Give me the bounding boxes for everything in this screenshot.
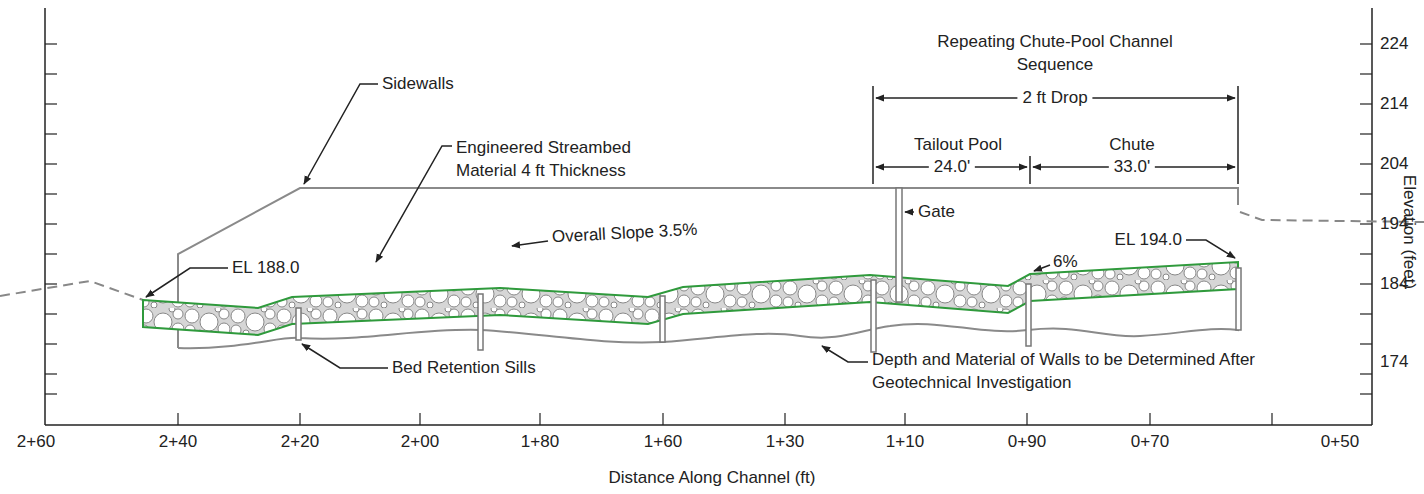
axis-tick-label: 2+40 [159, 431, 197, 454]
axis-tick-label: 224 [1380, 33, 1408, 56]
plot-frame [45, 8, 1372, 425]
leader-lines [146, 84, 1235, 368]
axis-tick-label: 2+60 [17, 431, 55, 454]
axis-tick-label: 2+00 [401, 431, 439, 454]
axis-tick-label: 2+20 [281, 431, 319, 454]
callout-label: Gate [918, 201, 955, 224]
elevation-label: EL 188.0 [232, 257, 299, 280]
streambed-material [143, 262, 1238, 335]
axis-tick-label: 1+30 [766, 431, 804, 454]
axis-tick-label: 1+60 [644, 431, 682, 454]
axis-tick-label: 214 [1380, 93, 1408, 116]
axis-tick-label: 0+70 [1131, 431, 1169, 454]
axis-ticks [45, 44, 1372, 425]
axis-tick-label: 1+10 [886, 431, 924, 454]
axis-tick-label: 0+50 [1321, 431, 1359, 454]
gate [896, 188, 902, 302]
axis-tick-label: 1+80 [521, 431, 559, 454]
axis-tick-label: 204 [1380, 153, 1408, 176]
elevation-label: EL 194.0 [1115, 229, 1182, 252]
dimension-label: 2 ft Drop [1017, 87, 1092, 110]
axis-tick-label: 174 [1380, 351, 1408, 374]
callout-label: Engineered Streambed Material 4 ft Thick… [456, 137, 691, 183]
dimension-label: 24.0' [929, 156, 975, 179]
callout-heading: Repeating Chute-Pool Channel Sequence [920, 31, 1190, 77]
callout-label: Depth and Material of Walls to be Determ… [872, 349, 1272, 395]
callout-label: Sidewalls [382, 73, 454, 96]
slope-label: Overall Slope 3.5% [551, 219, 698, 250]
dimension-label: 33.0' [1109, 156, 1155, 179]
segment-label: Chute [1109, 134, 1154, 157]
bed-retention-sill [296, 268, 1241, 352]
axis-title: Distance Along Channel (ft) [609, 467, 816, 490]
axis-tick-label: 0+90 [1008, 431, 1046, 454]
segment-label: Tailout Pool [914, 134, 1002, 157]
callout-label: Bed Retention Sills [392, 357, 536, 380]
axis-title: Elevation (feet) [1397, 175, 1420, 289]
dimension-lines [873, 86, 1238, 184]
sidewall [178, 188, 1238, 348]
slope-label: 6% [1053, 251, 1078, 274]
